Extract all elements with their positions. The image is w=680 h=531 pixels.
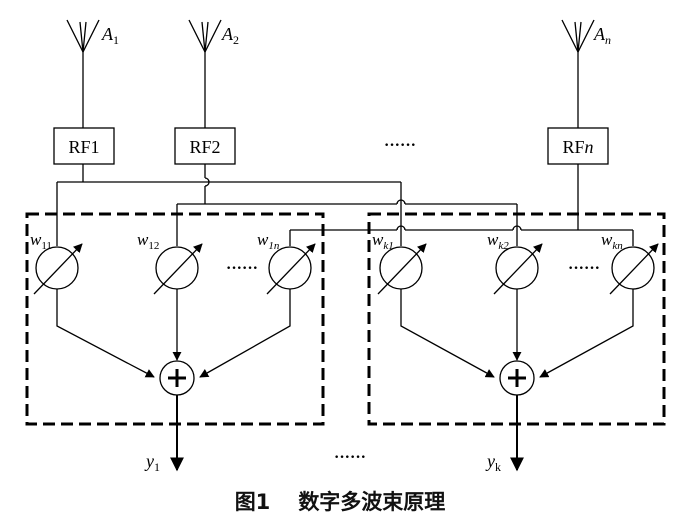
figure-caption: 图1 数字多波束原理 [0,486,680,522]
weight-label-w1n: w1n [257,230,280,252]
weight-w12-icon [153,243,203,295]
figure-number: 图1 [234,490,271,514]
ellipsis-rf: ······ [384,137,416,154]
antenna-1-icon [66,19,100,128]
antenna-2-icon [188,19,222,128]
antenna-label-n: An [593,24,611,47]
antenna-n-icon [561,19,595,128]
rfn-bus [289,164,634,246]
summer-k-icon [499,360,535,396]
weight-label-w12: w12 [137,230,159,252]
weight-label-w11: w11 [30,230,52,252]
rf-label-1: RF1 [68,137,99,157]
output-label-k: yk [485,451,501,474]
summer-k-inputs [400,289,634,378]
ellipsis-outputs: ······ [334,449,366,466]
ellipsis-group-k: ······ [568,260,600,277]
rf-label-2: RF2 [189,137,220,157]
antenna-label-1: A1 [101,24,119,47]
digital-multibeam-diagram: A1 A2 An RF1 RF2 RFn ······ ······ ·····… [25,19,666,474]
beamformer-box-1 [25,212,325,426]
summer-1-inputs [56,289,291,378]
rf1-bus [56,164,402,246]
weight-label-wkn: wkn [601,230,623,252]
rf2-bus [176,164,518,246]
beamformer-box-k [367,212,666,426]
antenna-label-2: A2 [221,24,239,47]
figure-title: 数字多波束原理 [298,490,446,514]
weight-label-wk2: wk2 [487,230,509,252]
rf-box-1 [53,127,115,165]
rf-label-n: RFn [562,137,593,157]
weight-label-wk1: wk1 [372,230,394,252]
output-label-1: y1 [144,451,160,474]
ellipsis-group-1: ······ [226,260,258,277]
summer-1-icon [159,360,195,396]
